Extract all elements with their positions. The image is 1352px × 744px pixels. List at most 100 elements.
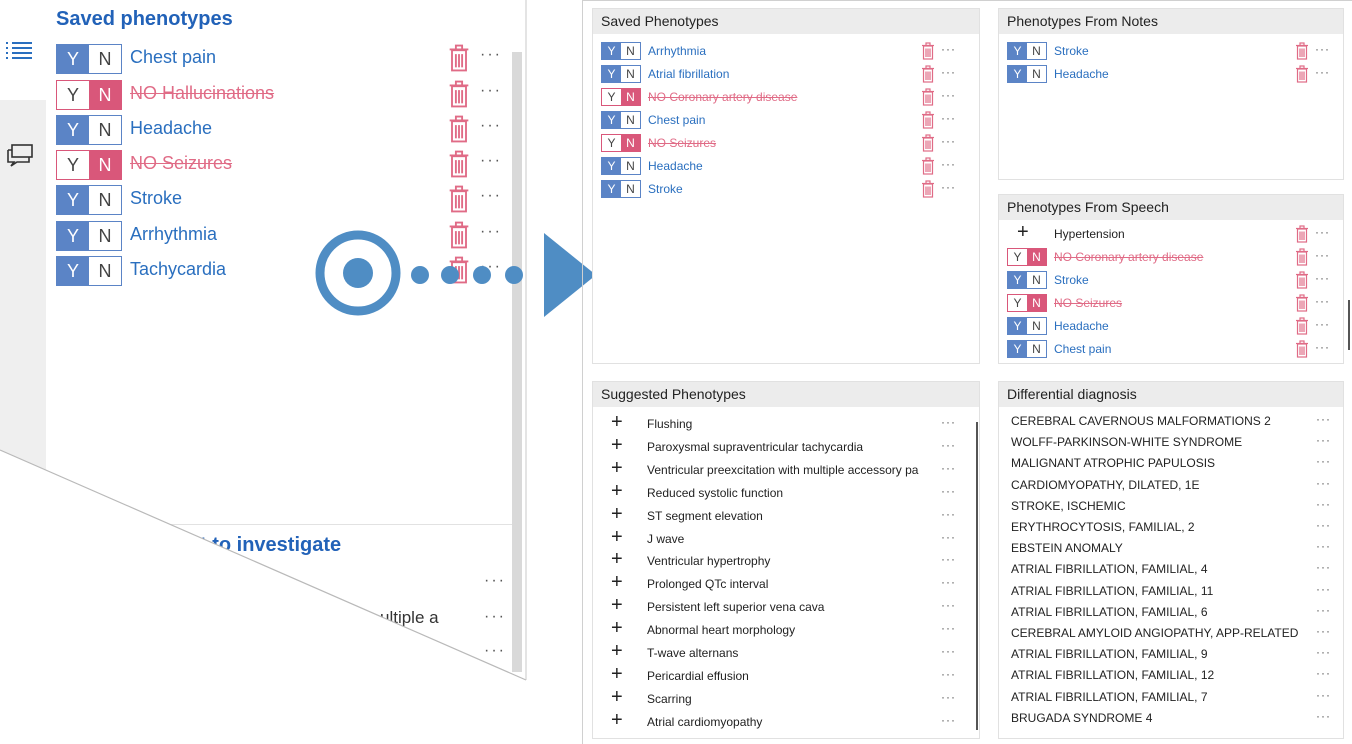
yes-button[interactable]: Y — [57, 45, 89, 73]
no-button[interactable]: N — [621, 112, 640, 128]
trash-icon[interactable] — [448, 80, 470, 108]
add-icon[interactable]: + — [611, 502, 623, 525]
more-dots-button[interactable]: ··· — [1316, 454, 1331, 469]
more-dots-button[interactable]: ··· — [1315, 317, 1330, 331]
more-dots-button[interactable]: ··· — [941, 65, 956, 79]
chat-icon[interactable] — [6, 142, 36, 175]
more-dots-button[interactable]: ··· — [941, 437, 956, 452]
zoom-more-dots[interactable]: ··· — [484, 608, 506, 625]
yes-button[interactable]: Y — [602, 158, 621, 174]
more-dots-button[interactable]: ··· — [1315, 65, 1330, 79]
more-dots-button[interactable]: ··· — [941, 552, 956, 567]
more-dots-button[interactable]: ··· — [941, 483, 956, 498]
more-dots-button[interactable]: ··· — [1316, 475, 1331, 490]
no-button[interactable]: N — [1027, 272, 1046, 288]
no-button[interactable]: N — [89, 151, 121, 179]
add-icon[interactable]: + — [611, 456, 623, 479]
trash-icon[interactable] — [921, 157, 935, 175]
trash-icon[interactable] — [921, 180, 935, 198]
more-dots-button[interactable]: ··· — [480, 152, 502, 169]
more-dots-button[interactable]: ··· — [941, 180, 956, 194]
more-dots-button[interactable]: ··· — [1315, 225, 1330, 239]
suggested-scrollbar[interactable] — [976, 422, 978, 730]
more-dots-button[interactable]: ··· — [941, 666, 956, 681]
trash-icon[interactable] — [921, 134, 935, 152]
more-dots-button[interactable]: ··· — [1316, 433, 1331, 448]
more-dots-button[interactable]: ··· — [941, 506, 956, 521]
more-dots-button[interactable]: ··· — [941, 460, 956, 475]
yes-button[interactable]: Y — [602, 43, 621, 59]
more-dots-button[interactable]: ··· — [1316, 539, 1331, 554]
trash-icon[interactable] — [921, 88, 935, 106]
more-dots-button[interactable]: ··· — [941, 621, 956, 636]
yes-button[interactable]: Y — [1008, 249, 1027, 265]
more-dots-button[interactable]: ··· — [941, 598, 956, 613]
more-dots-button[interactable]: ··· — [1316, 624, 1331, 638]
more-dots-button[interactable]: ··· — [1316, 645, 1331, 660]
no-button[interactable]: N — [621, 43, 640, 59]
more-dots-button[interactable]: ··· — [1316, 666, 1331, 681]
yes-button[interactable]: Y — [57, 151, 89, 179]
yes-button[interactable]: Y — [602, 66, 621, 82]
zoom-scrollbar[interactable] — [512, 52, 522, 672]
more-dots-button[interactable]: ··· — [1316, 687, 1331, 702]
add-icon[interactable]: + — [611, 662, 623, 685]
no-button[interactable]: N — [89, 222, 121, 250]
no-button[interactable]: N — [1027, 318, 1046, 334]
add-icon[interactable]: + — [611, 433, 623, 456]
more-dots-button[interactable]: ··· — [1316, 496, 1331, 511]
trash-icon[interactable] — [921, 42, 935, 60]
no-button[interactable]: N — [1027, 66, 1046, 82]
more-dots-button[interactable]: ··· — [1316, 518, 1331, 532]
yes-button[interactable]: Y — [602, 89, 621, 105]
more-dots-button[interactable]: ··· — [941, 111, 956, 125]
more-dots-button[interactable]: ··· — [1315, 42, 1330, 56]
more-dots-button[interactable]: ··· — [480, 223, 502, 240]
more-dots-button[interactable]: ··· — [1315, 294, 1330, 308]
yes-button[interactable]: Y — [602, 181, 621, 197]
trash-icon[interactable] — [921, 111, 935, 129]
yes-button[interactable]: Y — [602, 112, 621, 128]
trash-icon[interactable] — [448, 150, 470, 178]
more-dots-button[interactable]: ··· — [941, 134, 956, 148]
yes-button[interactable]: Y — [57, 116, 89, 144]
list-icon[interactable] — [6, 38, 34, 69]
add-icon[interactable]: + — [611, 617, 623, 640]
add-icon[interactable]: + — [611, 594, 623, 617]
zoom-more-dots[interactable]: ··· — [484, 572, 506, 589]
more-dots-button[interactable]: ··· — [1316, 708, 1331, 723]
yes-button[interactable]: Y — [1008, 295, 1027, 311]
more-dots-button[interactable]: ··· — [1315, 248, 1330, 262]
no-button[interactable]: N — [89, 116, 121, 144]
add-icon[interactable]: + — [611, 685, 623, 708]
more-dots-button[interactable]: ··· — [1316, 581, 1331, 596]
trash-icon[interactable] — [1295, 65, 1309, 83]
more-dots-button[interactable]: ··· — [1316, 560, 1331, 575]
yes-button[interactable]: Y — [57, 186, 89, 214]
more-dots-button[interactable]: ··· — [1315, 271, 1330, 285]
no-button[interactable]: N — [89, 81, 121, 109]
yes-button[interactable]: Y — [1008, 66, 1027, 82]
more-dots-button[interactable]: ··· — [480, 187, 502, 204]
yes-button[interactable]: Y — [57, 81, 89, 109]
no-button[interactable]: N — [1027, 249, 1046, 265]
more-dots-button[interactable]: ··· — [941, 88, 956, 102]
no-button[interactable]: N — [1027, 341, 1046, 357]
yes-button[interactable]: Y — [1008, 318, 1027, 334]
more-dots-button[interactable]: ··· — [1316, 412, 1331, 426]
trash-icon[interactable] — [1295, 340, 1309, 358]
add-icon[interactable]: + — [611, 479, 623, 502]
trash-icon[interactable] — [448, 115, 470, 143]
